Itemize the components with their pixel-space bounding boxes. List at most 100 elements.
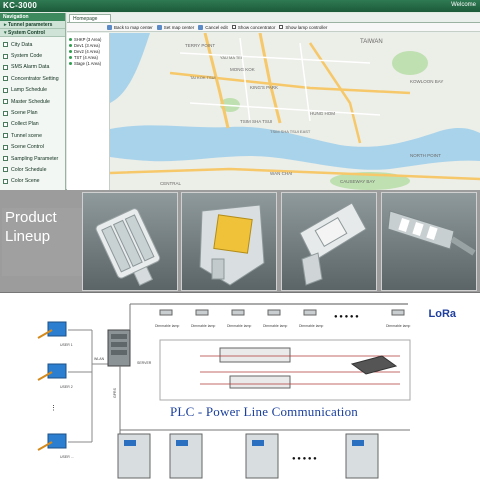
- toolbar-label: Cancel edit: [205, 24, 228, 30]
- harbour-water: [110, 125, 480, 170]
- document-icon: [3, 144, 8, 150]
- lamp-icon: [231, 309, 245, 316]
- street-lamp-icon: [350, 355, 398, 375]
- sidebar-item-concentrator-setting[interactable]: Concentrator Setting: [0, 73, 65, 84]
- device-item[interactable]: SHKP (3 Area): [69, 36, 107, 42]
- document-icon: [3, 87, 8, 93]
- user-label: USER 2: [60, 385, 73, 389]
- navigation-sidebar: Navigation ▸Tunnel parameters ▾System Co…: [0, 13, 66, 190]
- map-label: YAU MA TEI: [220, 55, 242, 60]
- plc-controller: [219, 347, 291, 363]
- sidebar-item-label: Collect Plan: [11, 121, 39, 128]
- sidebar-item-color-scene[interactable]: Color Scene: [0, 176, 65, 187]
- app-title: KC-3000: [3, 1, 38, 10]
- sidebar-item-city-data[interactable]: City Data: [0, 39, 65, 50]
- sidebar-item-scene-plan[interactable]: Scene Plan: [0, 107, 65, 118]
- show-concentrator-checkbox[interactable]: Show concentrator: [231, 25, 275, 30]
- street-light-image: [299, 202, 367, 286]
- plc-label: PLC - Power Line Communication: [170, 404, 358, 419]
- lamp-label: Dimmable lamp: [299, 324, 323, 328]
- sidebar-list: City Data System Code SMS Alarm Data Con…: [0, 37, 65, 187]
- control-software-window: KC-3000 Welcome Navigation ▸Tunnel param…: [0, 0, 480, 190]
- lora-label: LoRa: [428, 308, 457, 320]
- sidebar-item-system-code[interactable]: System Code: [0, 50, 65, 61]
- lineup-title-line1: Product: [5, 209, 57, 226]
- lamp-label: Dimmable lamp: [386, 324, 410, 328]
- monitor-icon: [47, 321, 67, 337]
- back-to-map-center-button[interactable]: Back to map center: [107, 24, 153, 30]
- show-lamp-controller-checkbox[interactable]: Show lamp controller: [279, 25, 327, 30]
- sidebar-item-sampling-parameter[interactable]: Sampling Parameter: [0, 153, 65, 164]
- plc-module-frame: [159, 339, 411, 401]
- map-label: CENTRAL: [160, 181, 182, 186]
- user-ellipsis: ⋮: [50, 405, 57, 412]
- map-label: WAN CHAI: [270, 171, 292, 176]
- network-topology: Dimmable lamp Dimmable lamp Dimmable lam…: [37, 303, 411, 479]
- product-photo-4: [381, 192, 477, 291]
- user-terminal: [37, 433, 67, 451]
- device-item[interactable]: Dev1 (3 Area): [69, 42, 107, 48]
- monitor-icon: [47, 363, 67, 379]
- sidebar-item-label: Master Schedule: [11, 98, 50, 105]
- welcome-text: Welcome: [451, 2, 476, 8]
- city-map[interactable]: TAIWAN TERRY POINT MONG KOK KING'S PARK …: [110, 33, 480, 190]
- cable-icon: [37, 441, 53, 451]
- document-icon: [3, 156, 8, 162]
- status-dot-icon: [69, 61, 72, 65]
- sidebar-group-tunnel[interactable]: ▸Tunnel parameters: [0, 21, 65, 29]
- sidebar-item-color-schedule[interactable]: Color Schedule: [0, 164, 65, 175]
- cabinet-icon: [117, 433, 151, 479]
- road: [110, 167, 480, 181]
- device-label: Stage (1 Area): [74, 60, 102, 66]
- wlan-label: WLAN: [94, 357, 105, 361]
- cancel-edit-button[interactable]: Cancel edit: [198, 24, 228, 30]
- tab-homepage[interactable]: Homepage: [69, 14, 111, 22]
- document-icon: [3, 42, 8, 48]
- device-item[interactable]: TST (4 Area): [69, 54, 107, 60]
- user-terminal: [37, 363, 67, 381]
- map-toolbar: Back to map center Set map center Cancel…: [67, 22, 480, 32]
- cabinet-ellipsis: ● ● ● ● ●: [292, 456, 317, 462]
- product-photo-1: [82, 192, 178, 291]
- map-label: MONG KOK: [230, 67, 255, 72]
- road: [308, 42, 362, 144]
- title-bar: KC-3000 Welcome: [0, 0, 480, 12]
- device-label: Dev2 (4 Area): [74, 48, 100, 54]
- lamp-ellipsis: ● ● ● ● ●: [334, 314, 359, 320]
- map-label: KING'S PARK: [250, 85, 278, 90]
- cable-icon: [37, 371, 53, 381]
- document-icon: [3, 53, 8, 59]
- sidebar-item-collect-plan[interactable]: Collect Plan: [0, 119, 65, 130]
- user-label: USER 1: [60, 343, 73, 347]
- sidebar-group-system-control[interactable]: ▾System Control: [0, 29, 65, 37]
- sidebar-group-label: Tunnel parameters: [8, 22, 53, 28]
- server-icon: [107, 329, 131, 367]
- network-diagram: Dimmable lamp Dimmable lamp Dimmable lam…: [0, 294, 480, 480]
- sidebar-item-lamp-schedule[interactable]: Lamp Schedule: [0, 85, 65, 96]
- document-icon: [3, 64, 8, 70]
- set-map-center-button[interactable]: Set map center: [156, 24, 194, 30]
- sidebar-item-tunnel-scene[interactable]: Tunnel scene: [0, 130, 65, 141]
- chevron-right-icon: ▸: [4, 22, 7, 28]
- sidebar-item-scene-control[interactable]: Scene Control: [0, 142, 65, 153]
- road: [239, 37, 251, 124]
- map-label: CAUSEWAY BAY: [340, 179, 375, 184]
- lamp-icon: [267, 309, 281, 316]
- device-item[interactable]: Stage (1 Area): [69, 60, 107, 66]
- map-label: TSIM SHA TSUI: [240, 119, 272, 124]
- status-dot-icon: [69, 49, 72, 53]
- road: [179, 52, 371, 64]
- cancel-icon: [198, 24, 204, 30]
- sidebar-item-label: City Data: [11, 41, 33, 48]
- road: [203, 33, 230, 129]
- sidebar-item-sms-alarm-data[interactable]: SMS Alarm Data: [0, 62, 65, 73]
- document-icon: [3, 167, 8, 173]
- map-canvas[interactable]: TAIWAN TERRY POINT MONG KOK KING'S PARK …: [110, 33, 480, 190]
- western-water: [110, 33, 150, 103]
- target-icon: [156, 24, 162, 30]
- gprs-label: GPRS: [113, 387, 117, 398]
- sidebar-item-master-schedule[interactable]: Master Schedule: [0, 96, 65, 107]
- device-item[interactable]: Dev2 (4 Area): [69, 48, 107, 54]
- document-icon: [3, 76, 8, 82]
